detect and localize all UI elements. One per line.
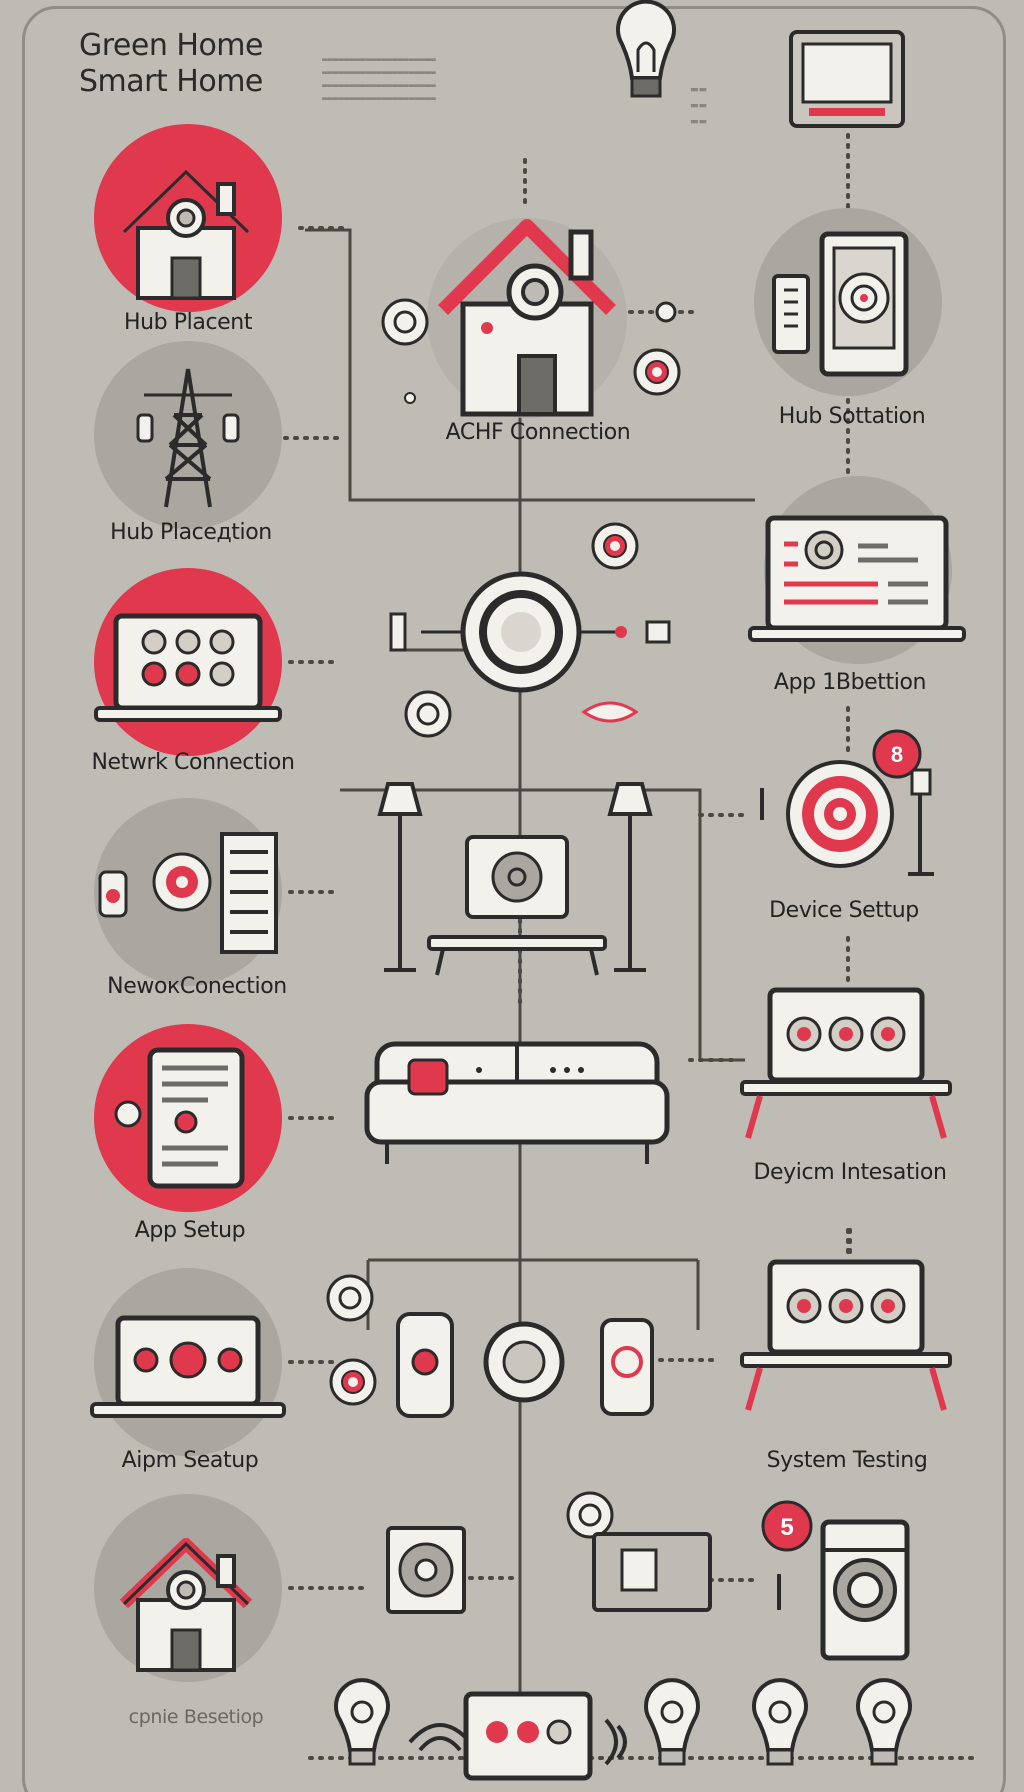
label-center-connection: ACHF Connection	[445, 420, 631, 445]
system-testing-tv-icon	[742, 1262, 950, 1410]
lightbulb-icon	[616, 0, 676, 98]
floor-lamp-left-icon	[377, 782, 423, 972]
dot-icon-small	[404, 392, 416, 404]
label-hub-placement-1: Hub Placent	[123, 310, 253, 335]
thermostat-icon	[386, 1526, 466, 1614]
house-bottom-icon	[94, 1494, 282, 1682]
hub-installation-icon	[754, 208, 942, 396]
label-hub-placement-2: Hub Placeдtion	[110, 520, 272, 545]
node-icon-red-2	[591, 522, 639, 570]
blurred-side-text: ▬▬▬▬▬▬	[690, 85, 708, 127]
washer-icon	[777, 1519, 910, 1661]
label-network-connection-2: NewокConection	[107, 974, 287, 999]
label-device-integration: Deyicm Intesation	[753, 1160, 947, 1185]
title-line-2: Smart Home	[79, 64, 263, 99]
floor-lamp-right-icon	[607, 782, 653, 972]
living-room-tv-icon	[427, 835, 607, 976]
device-setup-speaker-icon	[760, 760, 934, 876]
dotted-connectors	[283, 133, 982, 1760]
control-panel-icon	[592, 1532, 712, 1612]
node-icon-red	[633, 348, 681, 396]
label-app-selection: Aрр 1Bbettion	[773, 670, 927, 695]
device-integration-tv-icon	[742, 990, 950, 1138]
center-house-icon	[427, 218, 627, 418]
node-icon-3	[566, 1491, 614, 1539]
label-device-setup: Device Settup	[769, 898, 919, 923]
central-hub-icon	[389, 571, 671, 693]
label-system-testing: System Testing	[766, 1448, 928, 1473]
laptop-app-icon	[90, 1268, 286, 1456]
label-app-setup-2: Aipm Seatup	[121, 1448, 259, 1473]
connection-lines	[305, 228, 755, 1745]
laptop-network-icon	[94, 568, 282, 756]
badge-8: 8	[872, 729, 922, 779]
badge-5: 5	[761, 1500, 813, 1552]
app-selection-laptop-icon	[748, 476, 966, 664]
badge-8-text: 8	[891, 742, 903, 767]
tower-icon	[94, 341, 282, 529]
app-setup-tablet-icon	[94, 1024, 282, 1212]
title-line-1: Green Home	[79, 28, 263, 63]
label-hub-installation: Hub Sottation	[778, 404, 926, 429]
tablet-top-icon	[789, 30, 905, 128]
dot-icon	[655, 301, 677, 323]
label-network-connection-1: Netwrk Connection	[91, 750, 295, 775]
hub-placement-icon	[94, 124, 282, 312]
blurred-intro-text: ▬▬▬▬▬▬▬▬▬▬▬▬▬▬▬▬▬▬▬▬▬▬▬▬▬▬▬▬▬▬▬▬▬▬▬▬▬▬▬▬…	[322, 55, 436, 104]
label-app-setup-1: App Setup	[134, 1218, 246, 1243]
eye-icon	[581, 701, 639, 723]
page-title: Green Home Smart Home	[79, 28, 263, 100]
router-icon	[94, 798, 282, 986]
node-icon-2	[404, 690, 452, 738]
smart-devices-row-icon	[326, 1274, 654, 1418]
badge-5-text: 5	[780, 1514, 793, 1541]
bottom-devices-row	[334, 1678, 912, 1781]
node-icon-left	[381, 298, 429, 346]
sofa-icon	[364, 1041, 670, 1164]
label-bottom-setup: cpnie Besetiop	[128, 1706, 264, 1728]
